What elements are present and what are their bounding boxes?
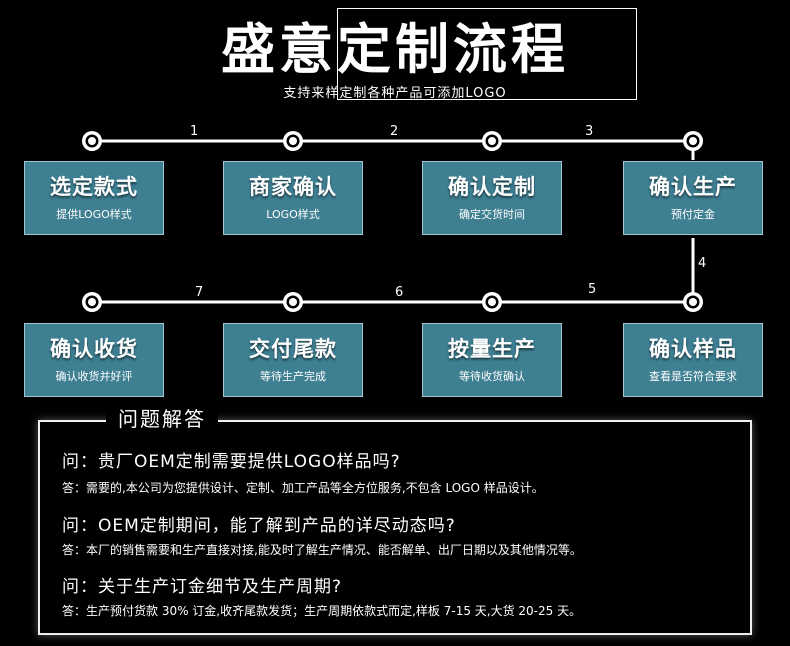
step-subtitle: 预付定金: [671, 208, 715, 221]
step-number-5: 5: [588, 282, 597, 297]
step-subtitle: LOGO样式: [266, 208, 320, 221]
step-box-3: 确认定制 确定交货时间: [422, 161, 562, 235]
step-title: 确认样品: [649, 337, 737, 361]
faq-answer-1: 答：需要的,本公司为您提供设计、定制、加工产品等全方位服务,不包含 LOGO 样…: [62, 481, 544, 495]
step-box-5: 确认样品 查看是否符合要求: [623, 323, 763, 397]
step-title: 确认定制: [448, 175, 536, 199]
step-box-8: 确认收货 确认收货并好评: [24, 323, 164, 397]
step-box-1: 选定款式 提供LOGO样式: [24, 161, 164, 235]
faq-question-3: 问：关于生产订金细节及生产周期?: [62, 577, 343, 597]
faq-question-1: 问：贵厂OEM定制需要提供LOGO样品吗?: [62, 452, 401, 472]
node-2: [283, 131, 303, 151]
step-box-6: 按量生产 等待收货确认: [422, 323, 562, 397]
faq-answer-3: 答：生产预付货款 30% 订金,收齐尾款发货；生产周期依款式而定,样板 7-15…: [62, 604, 582, 618]
flow-nodes: [82, 131, 703, 312]
node-5: [683, 292, 703, 312]
step-number-3: 3: [585, 124, 594, 139]
faq-frame: [38, 420, 752, 635]
step-number-4: 4: [698, 256, 707, 271]
step-title: 交付尾款: [249, 337, 337, 361]
step-title: 商家确认: [249, 175, 337, 199]
node-4: [683, 131, 703, 151]
step-title: 确认生产: [649, 175, 737, 199]
step-subtitle: 等待收货确认: [459, 370, 525, 383]
step-box-2: 商家确认 LOGO样式: [223, 161, 363, 235]
step-subtitle: 提供LOGO样式: [56, 208, 132, 221]
node-3: [482, 131, 502, 151]
step-title: 选定款式: [50, 175, 138, 199]
step-title: 确认收货: [50, 337, 138, 361]
step-subtitle: 等待生产完成: [260, 370, 326, 383]
title-frame: [337, 8, 637, 100]
node-8: [82, 292, 102, 312]
step-number-2: 2: [390, 124, 399, 139]
step-number-7: 7: [195, 285, 204, 300]
step-subtitle: 确认收货并好评: [55, 370, 133, 383]
faq-question-2: 问：OEM定制期间，能了解到产品的详尽动态吗?: [62, 516, 456, 536]
step-box-4: 确认生产 预付定金: [623, 161, 763, 235]
faq-heading: 问题解答: [106, 404, 218, 434]
node-7: [283, 292, 303, 312]
node-6: [482, 292, 502, 312]
faq-answer-2: 答：本厂的销售需要和生产直接对接,能及时了解生产情况、能否解单、出厂日期以及其他…: [62, 543, 582, 557]
step-subtitle: 查看是否符合要求: [649, 370, 737, 383]
step-title: 按量生产: [448, 337, 536, 361]
step-number-6: 6: [395, 285, 404, 300]
step-box-7: 交付尾款 等待生产完成: [223, 323, 363, 397]
step-subtitle: 确定交货时间: [459, 208, 525, 221]
page-title: 盛意定制流程: [221, 18, 569, 81]
node-1: [82, 131, 102, 151]
flow-connectors: [82, 131, 703, 312]
page-subtitle: 支持来样定制各种产品可添加LOGO: [283, 86, 507, 101]
step-number-1: 1: [190, 124, 199, 139]
